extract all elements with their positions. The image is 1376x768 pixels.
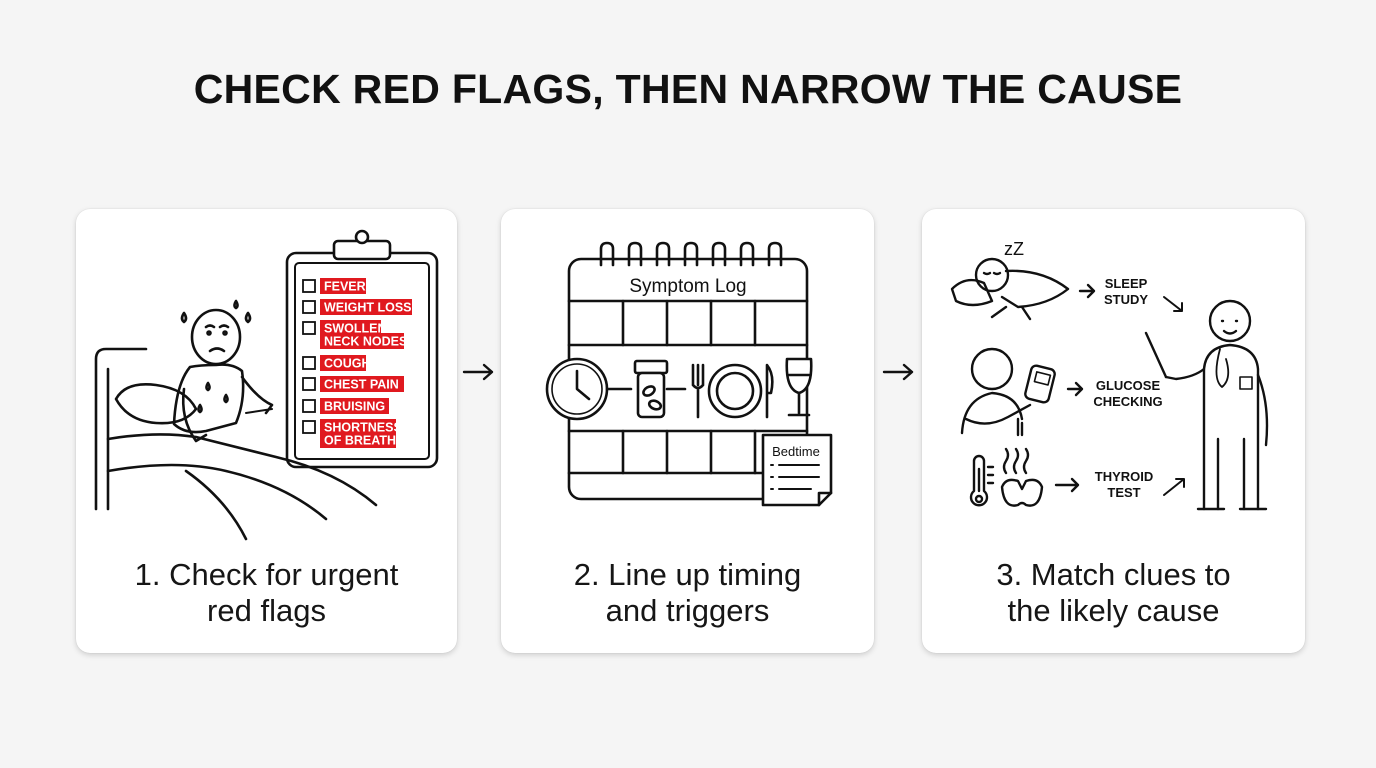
red-flag-item-label: SWOLLEN	[324, 322, 387, 336]
diagnostic-test-label: THYROID	[1095, 469, 1154, 484]
diagnostic-test-label: STUDY	[1104, 292, 1148, 307]
step-3-caption: 3. Match clues to the likely cause	[922, 557, 1305, 629]
fork-icon	[691, 363, 705, 419]
doctor-coat	[1202, 343, 1260, 511]
sick-face	[190, 308, 242, 366]
red-flag-item-label: WEIGHT LOSS	[324, 301, 412, 315]
pillow	[114, 383, 198, 425]
page-title: CHECK RED FLAGS, THEN NARROW THE CAUSE	[193, 66, 1183, 112]
red-flag-item-label: OF BREATH	[324, 434, 396, 448]
red-flag-item-label: SHORTNESS	[324, 421, 402, 435]
pill-bottle-icon	[633, 359, 669, 375]
symptom-log-illustration: Symptom Log Bedtime	[545, 241, 833, 507]
diagnostic-test-label: CHECKING	[1093, 394, 1162, 409]
bedtime-note	[761, 433, 833, 507]
step-3-caption-line-2: the likely cause	[1007, 593, 1220, 628]
step-2-caption-line-2: and triggers	[605, 593, 770, 628]
step-2-caption: 2. Line up timing and triggers	[501, 557, 874, 629]
thermometer-icon	[969, 454, 989, 507]
glucose-person-head	[970, 347, 1014, 391]
checkbox-icon	[302, 300, 316, 314]
red-flag-highlight	[320, 398, 389, 414]
red-flag-highlight	[320, 355, 366, 371]
red-flag-highlight	[320, 299, 412, 315]
pointer-stick	[1144, 331, 1168, 379]
checkbox-icon	[302, 420, 316, 434]
bedtime-label: Bedtime	[772, 444, 820, 459]
step-1-caption: 1. Check for urgent red flags	[76, 557, 457, 629]
diagnostic-test-label: SLEEP	[1105, 276, 1148, 291]
sleep-pillow	[950, 278, 994, 307]
checkbox-icon	[302, 321, 316, 335]
red-flag-highlight	[320, 419, 396, 435]
knife-icon	[765, 363, 774, 419]
thyroid-icon	[1000, 478, 1044, 507]
bed-headboard	[94, 347, 148, 511]
red-flag-item-label: NECK NODES	[324, 335, 407, 349]
arrow-right-icon	[462, 363, 494, 381]
sleep-z-icon: zZ	[1004, 239, 1024, 259]
red-flag-highlight	[320, 320, 381, 336]
step-1-caption-line-2: red flags	[207, 593, 326, 628]
red-flag-item-label: BRUISING	[324, 400, 385, 414]
step-2-caption-line-1: 2. Line up timing	[573, 557, 802, 592]
diagnostic-test-label: GLUCOSE	[1096, 378, 1161, 393]
step-3-caption-line-1: 3. Match clues to	[996, 557, 1231, 592]
red-flag-item-label: CHEST PAIN	[324, 378, 399, 392]
red-flag-item-label: COUGH	[324, 357, 371, 371]
checkbox-icon	[302, 356, 316, 370]
doctor-head	[1208, 299, 1252, 343]
symptom-log-title: Symptom Log	[629, 276, 746, 297]
checkbox-icon	[302, 377, 316, 391]
red-flag-highlight	[320, 333, 404, 349]
red-flag-highlight	[320, 376, 404, 392]
glucose-meter-icon	[1024, 364, 1056, 404]
arrow-right-icon-2	[882, 363, 914, 381]
red-flag-highlight	[320, 432, 396, 448]
step-1-caption-line-1: 1. Check for urgent	[134, 557, 399, 592]
step-2-panel: Symptom Log Bedtime 2. Line up timing an…	[501, 209, 874, 653]
checkbox-icon	[302, 279, 316, 293]
red-flag-highlight	[320, 278, 366, 294]
sleeping-face	[974, 257, 1010, 293]
diagnostic-test-label: TEST	[1107, 485, 1140, 500]
stethoscope-icon	[1215, 348, 1230, 388]
checkbox-icon	[302, 399, 316, 413]
red-flag-item-label: FEVER	[324, 280, 366, 294]
